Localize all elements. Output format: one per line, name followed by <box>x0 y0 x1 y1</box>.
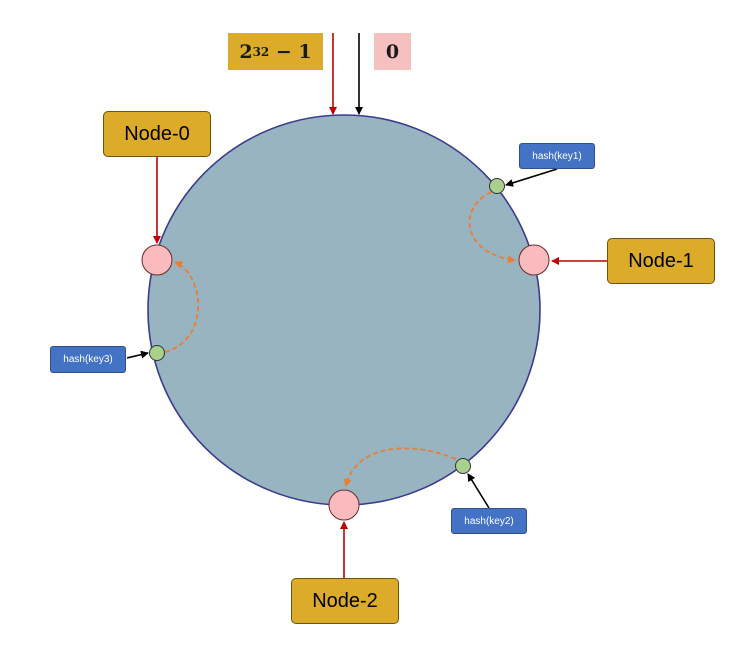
zero-text: 0 <box>385 40 400 63</box>
key2-to-node2-mapping <box>343 447 457 487</box>
hash-key2-box: hash(key2) <box>451 508 527 534</box>
max-tail: − 1 <box>269 40 312 63</box>
key1-point <box>489 178 505 194</box>
max-base: 2 <box>239 40 253 63</box>
node-2-point <box>328 489 360 521</box>
node-0-box: Node-0 <box>103 111 211 157</box>
node-0-point <box>141 244 173 276</box>
key3-arrow <box>126 350 149 359</box>
key1-arrow <box>505 168 558 187</box>
key2-point <box>455 458 471 474</box>
hash-ring <box>147 114 541 506</box>
hash-key3-box: hash(key3) <box>50 346 126 373</box>
node-2-box: Node-2 <box>291 578 399 624</box>
key3-point <box>149 345 165 361</box>
max-exponent: 32 <box>252 44 270 59</box>
key3-to-node0-mapping <box>164 261 200 353</box>
key1-to-node1-mapping <box>468 191 516 264</box>
hash-key1-box: hash(key1) <box>519 143 595 169</box>
node-1-box: Node-1 <box>607 238 715 284</box>
key2-arrow <box>467 473 490 509</box>
zero-hash-label: 0 <box>374 33 411 70</box>
node-1-point <box>518 244 550 276</box>
